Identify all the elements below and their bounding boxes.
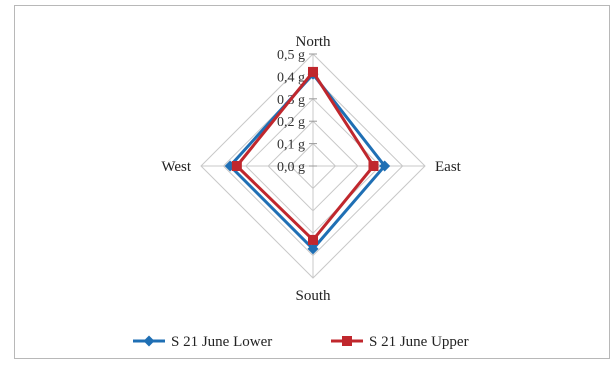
series-marker: [308, 234, 318, 245]
series-group: [224, 66, 391, 255]
axis-label-north: North: [296, 34, 331, 50]
tick-label: 0,4 g: [277, 70, 305, 85]
series-marker: [307, 243, 319, 255]
chart-frame: [14, 5, 610, 359]
legend-item-2: S 21 June Upper: [331, 334, 469, 350]
axis-label-east: East: [435, 159, 462, 175]
legend-label: S 21 June Lower: [171, 334, 272, 350]
series-marker: [379, 160, 391, 172]
tick-label: 0,2 g: [277, 115, 305, 130]
series-line: [234, 69, 376, 243]
series-line: [228, 71, 387, 252]
tick-label: 0,0 g: [277, 160, 305, 175]
legend: S 21 June Lower S 21 June Upper: [133, 334, 469, 350]
series-marker: [308, 66, 318, 77]
series-marker: [143, 335, 155, 347]
series-marker: [231, 161, 242, 171]
tick-label: 0,1 g: [277, 138, 305, 153]
legend-label: S 21 June Upper: [369, 334, 469, 350]
series-2: [231, 66, 379, 245]
legend-item-1: S 21 June Lower: [133, 334, 272, 350]
series-1: [224, 68, 391, 255]
tick-label: 0,5 g: [277, 48, 305, 63]
axis-label-west: West: [161, 159, 191, 175]
series-marker: [368, 161, 379, 171]
series-marker: [342, 336, 352, 346]
axis-label-south: South: [295, 288, 331, 304]
